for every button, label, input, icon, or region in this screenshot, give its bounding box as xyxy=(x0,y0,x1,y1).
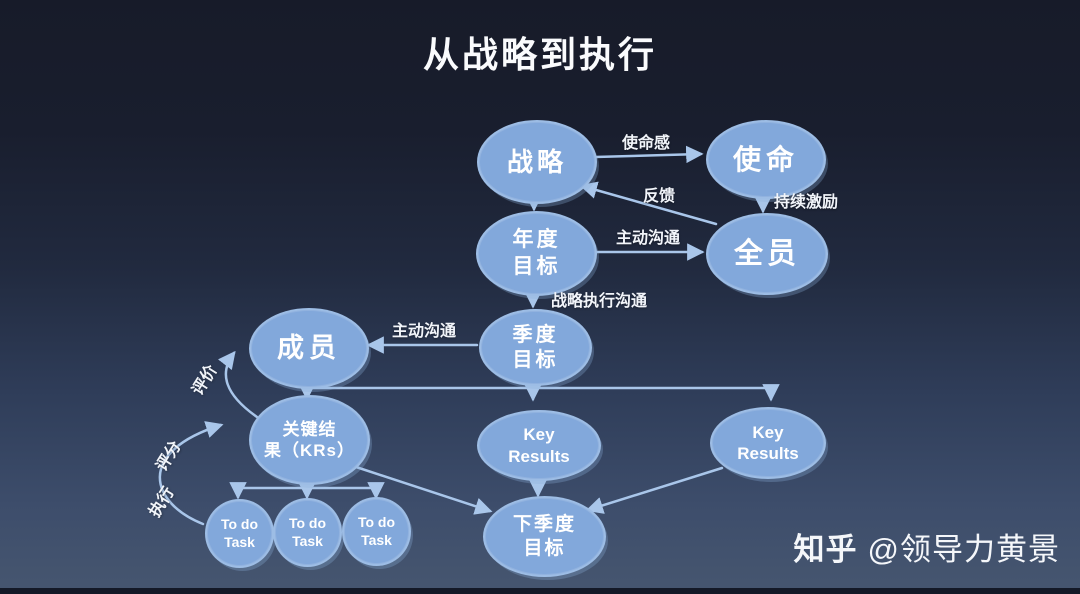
edge-label-feedback: 反馈 xyxy=(642,188,676,205)
node-mission: 使命 xyxy=(706,120,826,199)
edge-label-proactive-communication-top: 主动沟通 xyxy=(615,230,681,247)
arrow-quarterly-krright xyxy=(531,384,780,402)
edge-label-strategy-execution-communication: 战略执行沟通 xyxy=(550,293,648,310)
node-strategy: 战略 xyxy=(477,120,597,204)
node-todo-task-2: To do Task xyxy=(273,498,342,567)
node-key-results-center: Key Results xyxy=(477,410,601,481)
page-title: 从战略到执行 xyxy=(422,34,657,75)
watermark-brand: 知乎 xyxy=(793,532,858,567)
node-key-results-krs: 关键结 果（KRs） xyxy=(249,395,370,485)
node-quarterly-goal: 季度 目标 xyxy=(479,309,592,386)
arrow-quarterly-krs xyxy=(298,383,535,401)
node-member: 成员 xyxy=(249,308,369,389)
arrow-curve-evaluate xyxy=(217,350,259,419)
node-all-staff: 全员 xyxy=(706,213,828,295)
edge-label-mission-sense: 使命感 xyxy=(621,135,671,152)
arrow-strategy-mission xyxy=(593,145,704,164)
watermark: 知乎 @领导力黄景 xyxy=(794,524,1060,569)
edge-label-continuous-motivation: 持续激励 xyxy=(773,194,839,211)
node-todo-task-3: To do Task xyxy=(342,497,411,566)
edge-label-proactive-communication-mid: 主动沟通 xyxy=(391,323,457,340)
bottom-edge-strip xyxy=(0,588,1080,594)
node-next-quarter-goal: 下季度 目标 xyxy=(483,496,606,577)
arrow-krs-nextquarter xyxy=(348,463,493,515)
arrow-allstaff-strategy xyxy=(579,181,718,226)
arrow-krright-nextquarter xyxy=(585,466,724,514)
node-annual-goal: 年度 目标 xyxy=(476,211,597,296)
node-key-results-right: Key Results xyxy=(710,407,826,479)
arrow-curve-execute-score xyxy=(158,421,224,526)
watermark-handle: @领导力黄景 xyxy=(867,532,1060,567)
node-todo-task-1: To do Task xyxy=(205,499,274,568)
